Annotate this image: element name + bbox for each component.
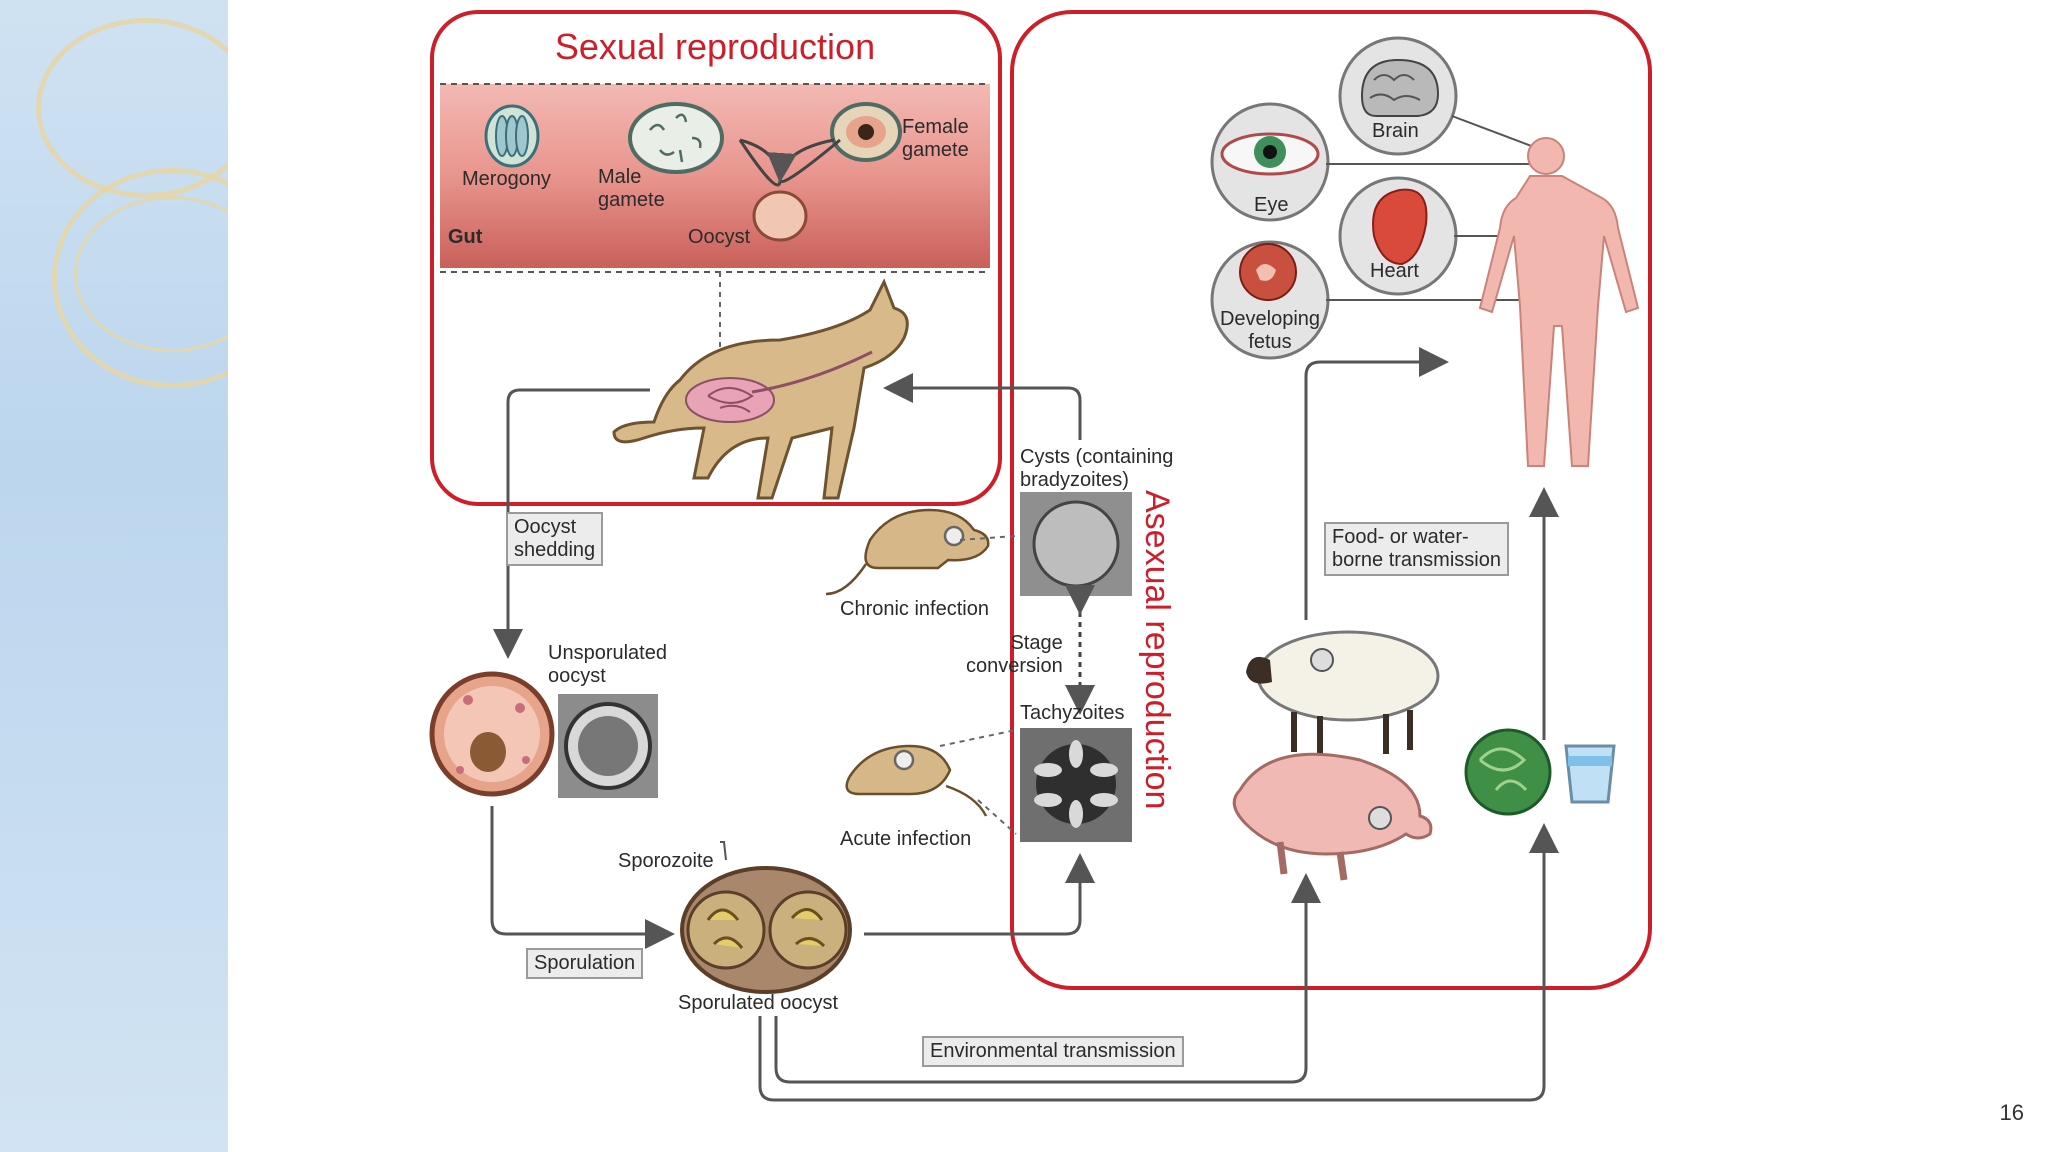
- label-brain: Brain: [1372, 120, 1419, 142]
- label-developing-fetus: Developing fetus: [1219, 308, 1321, 353]
- cat-icon: [612, 278, 909, 500]
- water-glass-icon: [1564, 744, 1616, 804]
- human-figure-icon: [1478, 137, 1640, 467]
- label-stage-conversion: Stage conversion: [966, 632, 1063, 677]
- merogony-icon: [484, 104, 540, 168]
- unsporulated-oocyst-icon: [429, 671, 555, 797]
- sporulated-oocyst-icon: [680, 866, 852, 994]
- label-environmental-transmission: Environmental transmission: [922, 1036, 1184, 1067]
- page-number: 16: [1999, 1100, 2024, 1125]
- label-tachyzoites: Tachyzoites: [1020, 702, 1125, 724]
- label-unsporulated-oocyst: Unsporulated oocyst: [548, 642, 667, 687]
- label-male-gamete: Male gamete: [598, 166, 665, 211]
- mouse-acute-icon: [845, 744, 988, 817]
- pig-icon: [1232, 752, 1433, 881]
- label-heart: Heart: [1370, 260, 1419, 282]
- label-female-gamete: Female gamete: [902, 116, 969, 161]
- label-oocyst: Oocyst: [688, 226, 751, 248]
- sexual-reproduction-box: [430, 10, 1002, 506]
- label-acute-infection: Acute infection: [840, 828, 972, 850]
- slide-sidebar-decoration: [0, 0, 228, 1152]
- mouse-chronic-icon: [825, 508, 990, 596]
- lettuce-icon: [1464, 728, 1552, 816]
- label-food-water-transmission: Food- or water- borne transmission: [1324, 522, 1509, 576]
- label-chronic-infection: Chronic infection: [840, 598, 989, 620]
- label-sporulation: Sporulation: [526, 948, 644, 979]
- label-oocyst-shedding: Oocyst shedding: [506, 512, 604, 566]
- label-sporulated-oocyst: Sporulated oocyst: [678, 992, 839, 1014]
- sheep-icon: [1246, 630, 1440, 756]
- title-asexual-reproduction: Asexual reproduction: [1138, 490, 1176, 810]
- label-sporozoite: Sporozoite: [618, 850, 714, 872]
- male-gamete-icon: [628, 102, 724, 174]
- title-sexual-reproduction: Sexual reproduction: [554, 26, 876, 67]
- label-merogony: Merogony: [462, 168, 551, 190]
- label-eye: Eye: [1254, 194, 1289, 216]
- label-gut: Gut: [448, 226, 483, 248]
- label-cysts: Cysts (containing bradyzoites): [1020, 446, 1174, 491]
- asexual-reproduction-box: [1010, 10, 1652, 990]
- oocyst-icon: [752, 190, 808, 242]
- female-gamete-icon: [830, 102, 902, 162]
